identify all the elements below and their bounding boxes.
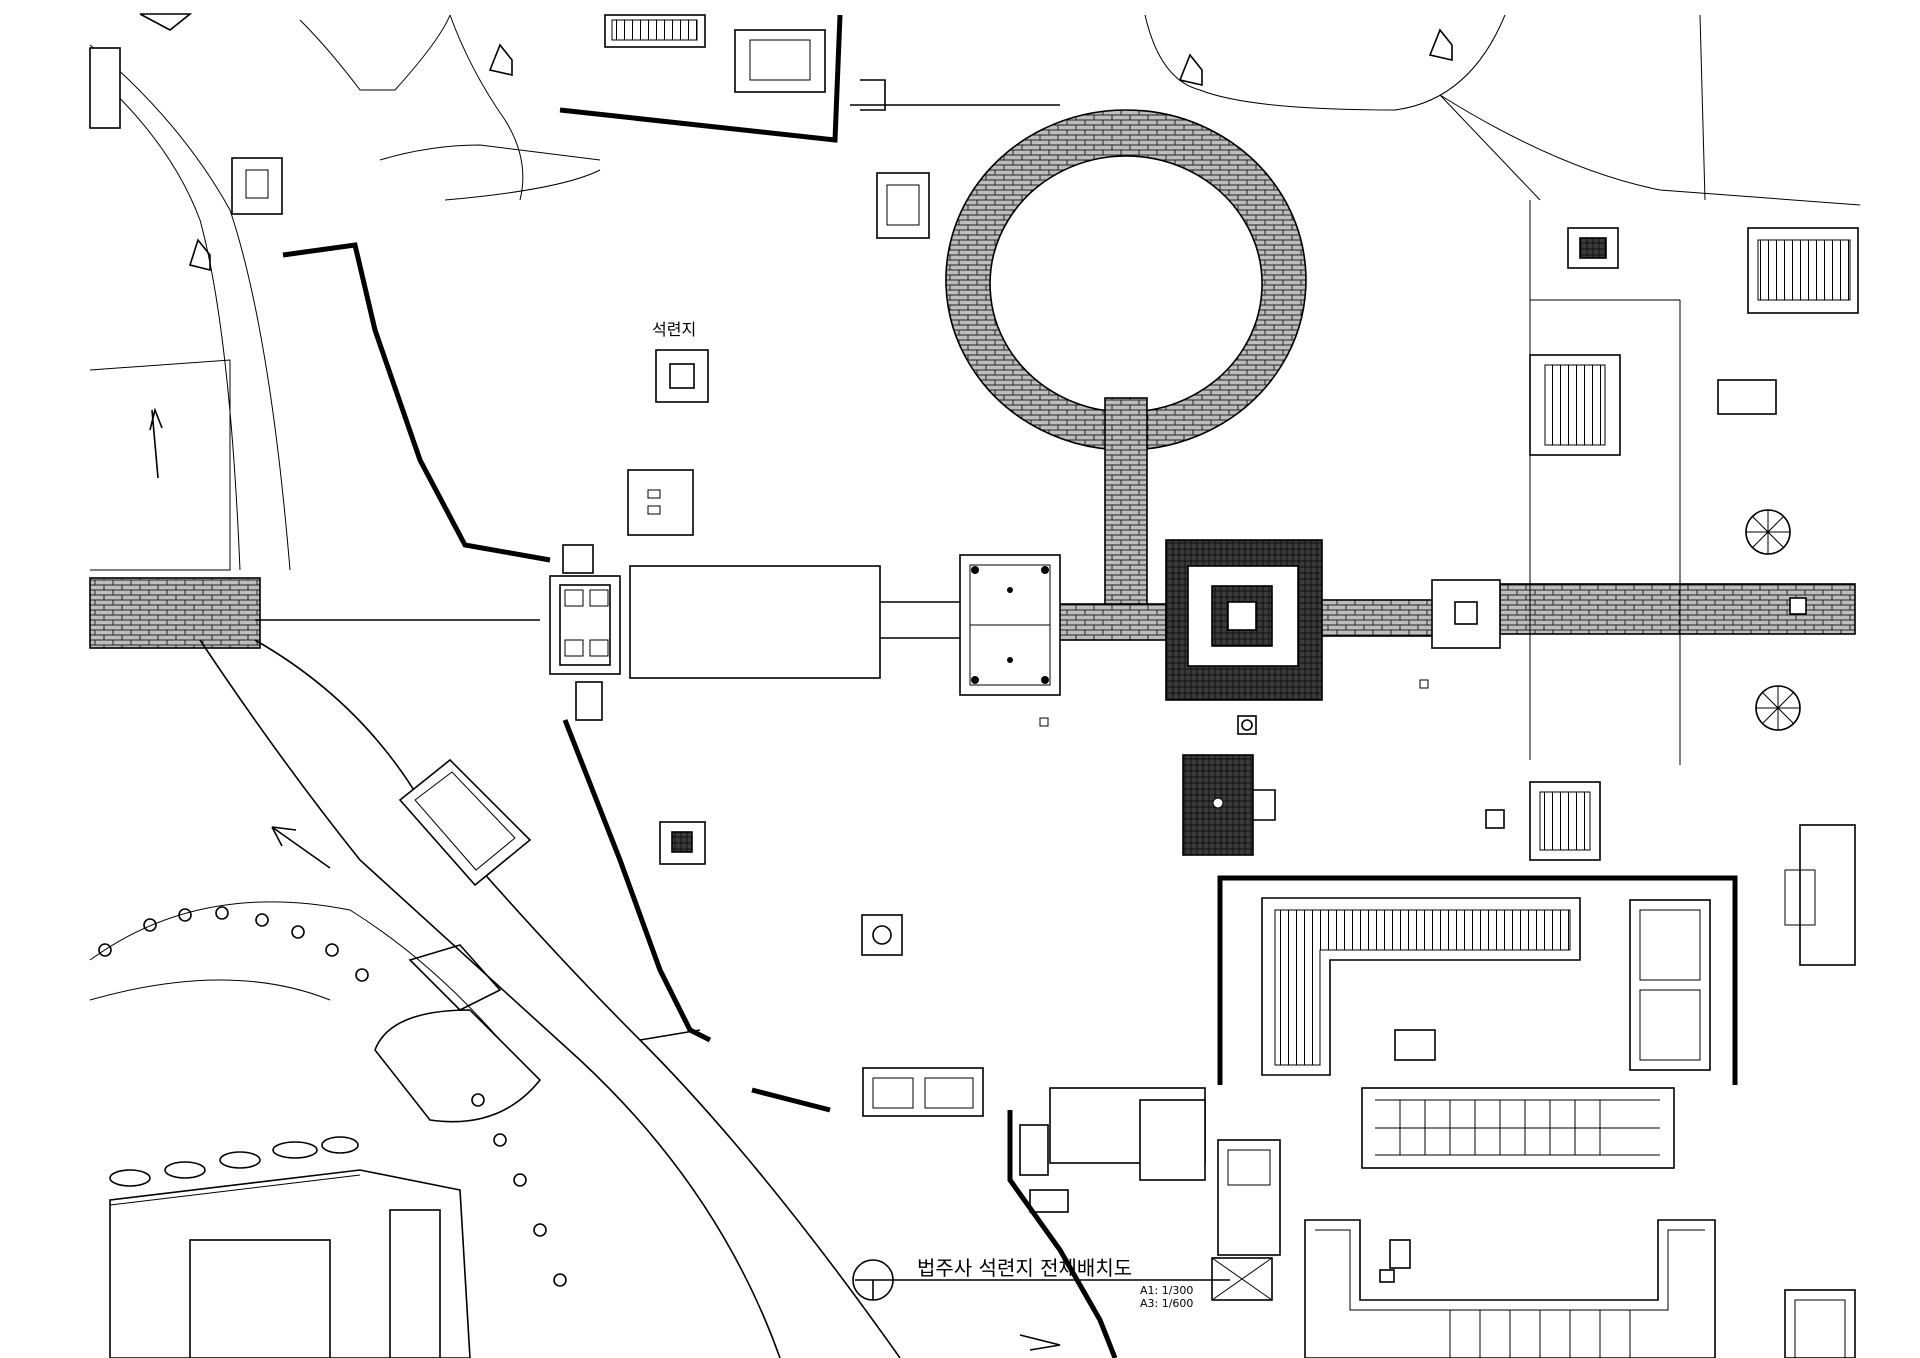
circular-pond-ring [945,109,1307,609]
east-gate [1431,579,1807,649]
tree-symbols [188,28,1801,731]
east-buildings [1529,200,1859,966]
central-platform [959,554,1061,696]
title-block-graphic [852,1259,1230,1301]
west-gate-pavilion [549,544,621,721]
scale-a1: A1: 1/300 [1140,1284,1194,1297]
western-wall-and-roads [89,242,901,1358]
site-name-label: 석련지 [652,320,697,339]
stone-markers [627,349,1505,956]
south-dark-shrine [1182,754,1276,856]
bottom-right-wing [1304,1219,1856,1358]
southwest-building [109,1136,471,1358]
south-middle-buildings [862,1067,1281,1358]
direction-marks [149,407,1061,1351]
tree-row-circles [98,906,567,1287]
scale-a3: A3: 1/600 [1140,1297,1194,1310]
drawing-title: 법주사 석련지 전체배치도 [917,1256,1133,1280]
curve-building [398,758,532,887]
upper-hall-complex [559,14,930,239]
main-axis [629,565,1856,679]
southeast-compound [751,875,1738,1169]
stone-pond-shrine [1165,539,1323,701]
upper-left-buildings [89,13,283,215]
